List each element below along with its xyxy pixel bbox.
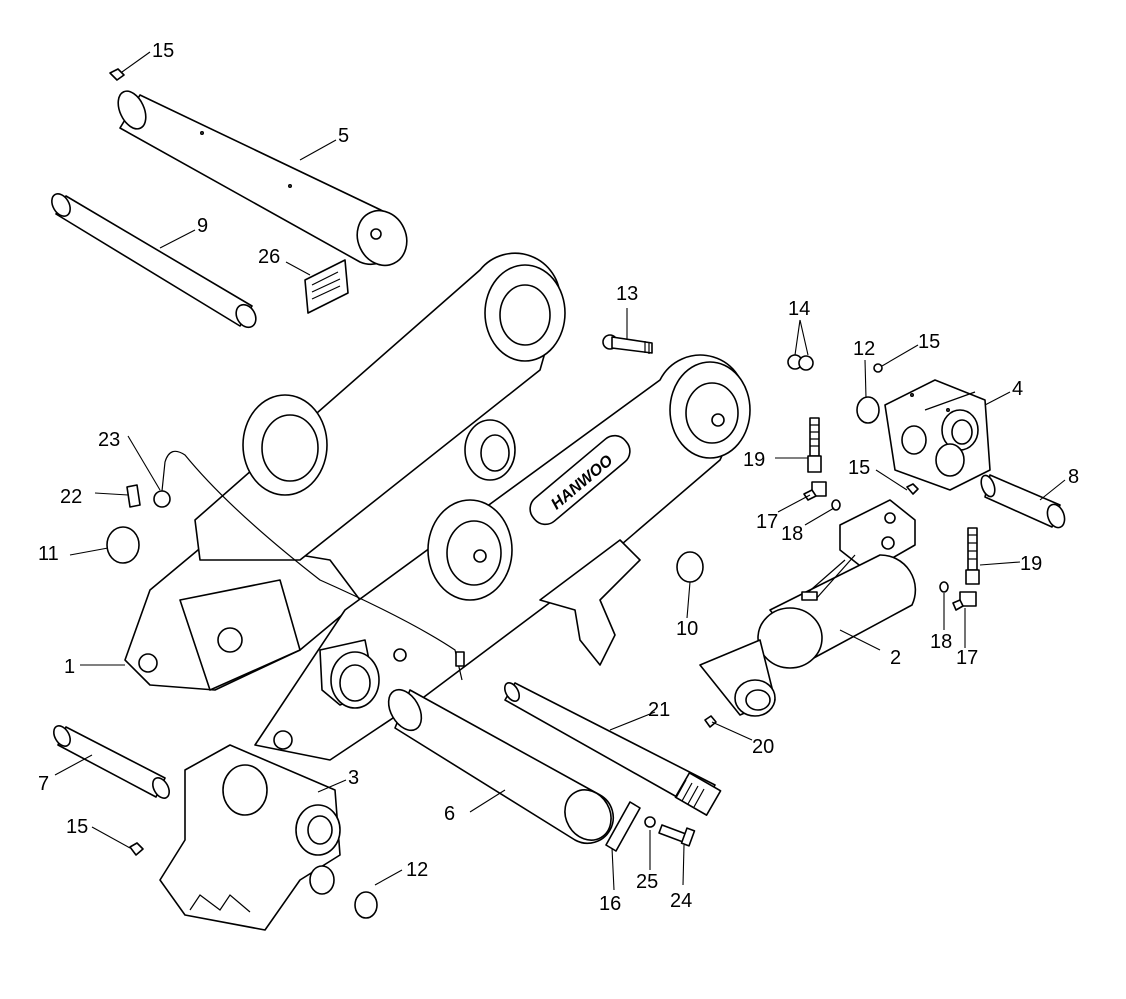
part-label: 9	[197, 215, 208, 237]
part-label: 7	[38, 773, 49, 795]
part-label: 21	[648, 699, 670, 721]
part-label: 15	[918, 331, 940, 353]
nuts-14-drawing	[787, 354, 814, 371]
hose-19-lower-drawing	[965, 527, 980, 585]
part-label: 8	[1068, 466, 1079, 488]
snap-ring-12-lower-drawing	[354, 891, 378, 919]
pin-9-drawing	[51, 193, 257, 329]
part-label: 17	[756, 511, 778, 533]
hook-block-3-drawing	[159, 744, 341, 931]
part-label: 10	[676, 618, 698, 640]
snap-ring-11-drawing	[106, 526, 140, 564]
part-label: 12	[853, 338, 875, 360]
grease-fitting-15-lower-drawing	[129, 842, 144, 856]
block-4-drawing	[884, 379, 991, 491]
part-label: 26	[258, 246, 280, 268]
part-label: 19	[743, 449, 765, 471]
grease-fitting-15-upper-drawing	[873, 363, 883, 373]
o-ring-18-lower-drawing	[939, 581, 949, 593]
pin-7-drawing	[53, 725, 170, 799]
part-label: 19	[1020, 553, 1042, 575]
part-label: 17	[956, 647, 978, 669]
pin-8-drawing	[980, 474, 1066, 529]
part-label: 25	[636, 871, 658, 893]
snap-ring-10-drawing	[676, 551, 704, 583]
cable-23-drawing	[153, 450, 465, 681]
snap-ring-12-upper-drawing	[856, 396, 880, 424]
part-label: 6	[444, 803, 455, 825]
grease-fitting-15-mid-drawing	[906, 483, 919, 495]
part-label: 15	[848, 457, 870, 479]
frame-1-drawing	[124, 252, 751, 761]
cylinder-2-drawing	[699, 499, 917, 717]
part-label: 12	[406, 859, 428, 881]
part-label: 23	[98, 429, 120, 451]
part-label: 3	[348, 767, 359, 789]
o-ring-18-upper-drawing	[831, 499, 841, 511]
nameplate-26-drawing	[304, 259, 349, 314]
part-label: 16	[599, 893, 621, 915]
part-label: 11	[38, 543, 59, 565]
bolt-13-drawing	[602, 334, 653, 354]
lock-pin-22-drawing	[126, 484, 141, 508]
part-label: 4	[1012, 378, 1023, 400]
pin-5-drawing	[109, 68, 408, 267]
part-labels: 15 5 9 26 13 14 12 15 4 8 19 15 17 18 23…	[38, 40, 1079, 915]
part-label: 15	[152, 40, 174, 62]
part-label: 1	[64, 656, 75, 678]
elbow-17-lower-drawing	[952, 591, 977, 611]
part-label: 24	[670, 890, 692, 912]
part-label: 18	[930, 631, 952, 653]
bolt-24-drawing	[658, 824, 696, 847]
part-label: 15	[66, 816, 88, 838]
link-plate-16-drawing	[605, 801, 641, 852]
washer-25-drawing	[644, 816, 656, 828]
pin-21-drawing	[503, 682, 722, 816]
part-label: 22	[60, 486, 82, 508]
pin-6-drawing	[387, 688, 615, 845]
part-label: 18	[781, 523, 803, 545]
elbow-17-upper-drawing	[803, 481, 827, 501]
part-label: 5	[338, 125, 349, 147]
part-label: 20	[752, 736, 774, 758]
part-label: 14	[788, 298, 810, 320]
grease-fitting-20-drawing	[704, 715, 717, 728]
leader-lines	[54, 51, 1066, 891]
hose-19-upper-drawing	[807, 417, 822, 473]
part-label: 2	[890, 647, 901, 669]
part-label: 13	[616, 283, 638, 305]
